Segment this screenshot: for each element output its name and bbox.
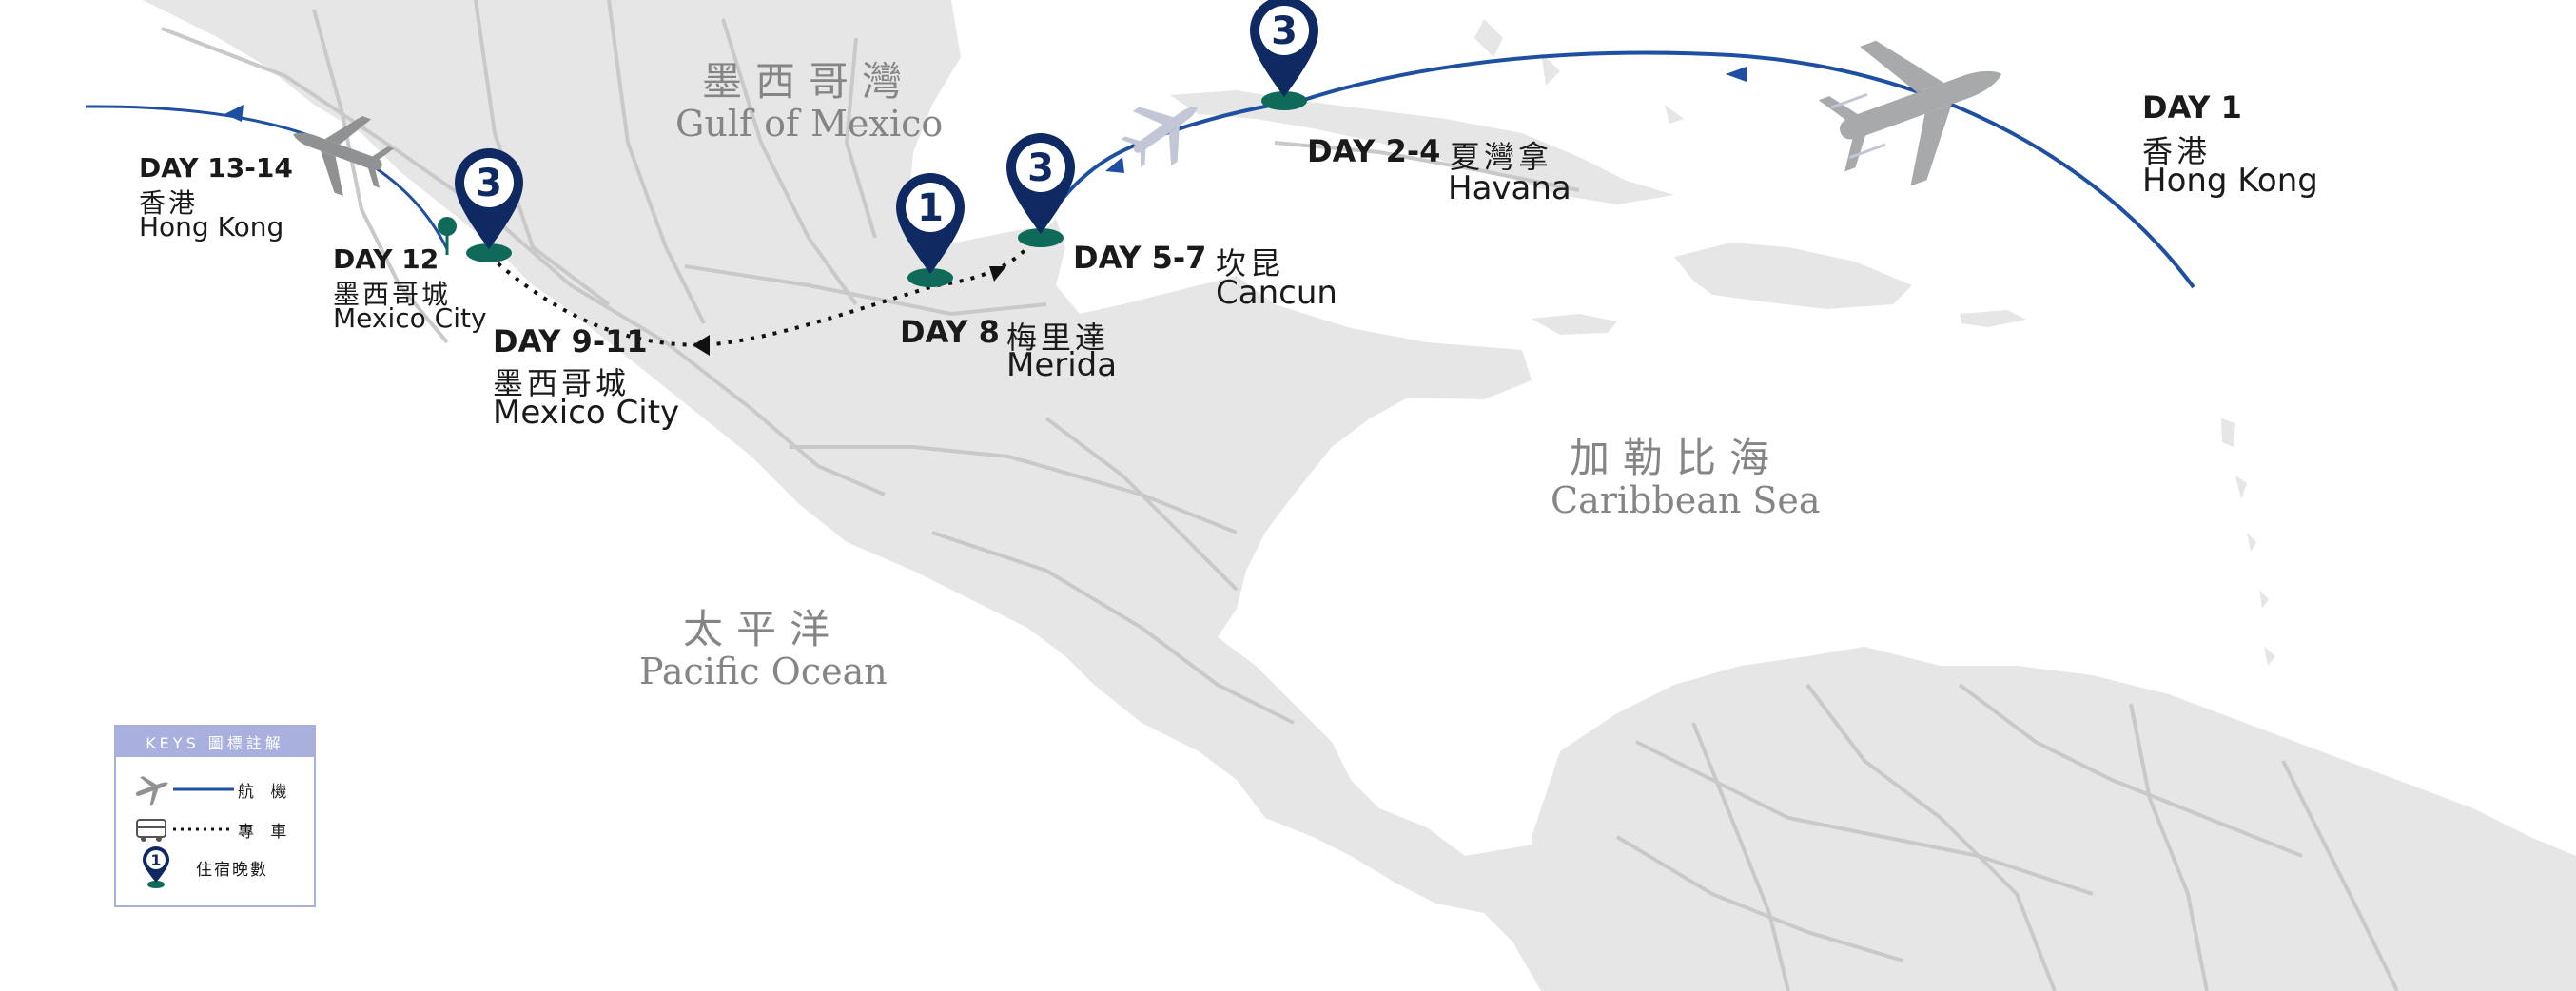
stop-mexico-city-a-en: Mexico City xyxy=(493,394,680,432)
legend-pin-sample: 1 xyxy=(150,851,161,869)
land-south-america xyxy=(1532,647,2576,991)
stop-hongkong-end-en: Hong Kong xyxy=(139,211,284,243)
pin-nights-label: 1 xyxy=(917,186,944,230)
stop-hongkong-start-zh: 香港 xyxy=(2142,133,2212,169)
airplane-icon xyxy=(135,776,234,806)
night-pin-merida: 1 xyxy=(896,173,965,287)
small-pin-day-12 xyxy=(438,217,457,255)
legend-row-coach: 專 車 xyxy=(116,812,314,846)
legend-row-nights: 1 住宿晚數 xyxy=(116,846,314,888)
legend-nights-label: 住宿晚數 xyxy=(196,861,268,880)
legend-row-flight: 航 機 xyxy=(116,772,314,806)
sea-label-caribbean-en: Caribbean Sea xyxy=(1551,479,1821,521)
legend-title: KEYS 圖標註解 xyxy=(116,727,314,757)
stop-hongkong-end-zh: 香港 xyxy=(139,187,199,219)
land-jamaica xyxy=(1532,314,1617,335)
pin-nights-label: 3 xyxy=(1271,10,1298,53)
stop-havana-en: Havana xyxy=(1448,169,1571,207)
stop-merida-day: DAY 8 xyxy=(900,314,1000,350)
legend-box: KEYS 圖標註解 航 機 專 車 1 住宿晚數 xyxy=(114,725,316,907)
stop-cancun-en: Cancun xyxy=(1216,274,1337,312)
stop-mexico-city-b-zh: 墨西哥城 xyxy=(333,279,452,310)
stop-hongkong-end-day: DAY 13-14 xyxy=(139,152,293,184)
bus-icon xyxy=(136,819,234,842)
stop-hongkong-start-day: DAY 1 xyxy=(2142,89,2242,126)
night-pin-icon: 1 xyxy=(143,846,169,888)
flight-route-havana-cancun xyxy=(1040,103,1276,230)
flight-route-arrow xyxy=(224,105,244,122)
land-bahamas xyxy=(1474,19,1684,124)
land-hispaniola xyxy=(1674,243,1912,309)
coach-route-arrow xyxy=(989,266,1006,282)
stop-havana-zh: 夏灣拿 xyxy=(1450,139,1553,175)
road-network xyxy=(161,0,2399,991)
sea-label-gulf-zh: 墨西哥灣 xyxy=(702,58,916,105)
airplane-icon xyxy=(293,115,395,196)
stop-merida-en: Merida xyxy=(1006,346,1118,384)
stop-hongkong-start-en: Hong Kong xyxy=(2142,162,2318,200)
land-antilles xyxy=(2221,418,2275,666)
legend-flight-label: 航 機 xyxy=(238,783,293,802)
coach-route-arrow xyxy=(693,335,710,356)
flight-route-arrow xyxy=(1105,157,1124,173)
night-pin-mexico-city: 3 xyxy=(455,148,523,262)
sea-label-gulf-en: Gulf of Mexico xyxy=(675,103,944,145)
legend-coach-label: 專 車 xyxy=(238,823,293,842)
flight-route-hongkong-havana xyxy=(1283,50,2195,289)
stop-merida-zh: 梅里達 xyxy=(1006,320,1110,356)
coach-route xyxy=(483,241,1034,347)
stop-havana-day: DAY 2-4 xyxy=(1307,133,1441,169)
sea-label-caribbean-zh: 加勒比海 xyxy=(1570,435,1784,481)
night-pin-cancun: 3 xyxy=(1006,133,1075,247)
airplane-icon xyxy=(1121,106,1198,167)
pin-nights-label: 3 xyxy=(1027,146,1054,190)
stop-cancun-zh: 坎昆 xyxy=(1216,245,1285,282)
sea-label-pacific-zh: 太平洋 xyxy=(683,606,844,652)
pin-nights-label: 3 xyxy=(476,162,502,205)
land-cuba xyxy=(1170,90,1674,204)
stop-mexico-city-b-day: DAY 12 xyxy=(333,243,439,275)
stop-mexico-city-b-en: Mexico City xyxy=(333,302,487,334)
night-pin-havana: 3 xyxy=(1250,0,1318,110)
sea-label-pacific-en: Pacific Ocean xyxy=(639,651,888,692)
stop-mexico-city-a-day: DAY 9-11 xyxy=(493,323,648,359)
land-puerto-rico xyxy=(1960,310,2026,327)
airplane-icon xyxy=(1818,40,2001,186)
stop-mexico-city-a-zh: 墨西哥城 xyxy=(493,365,631,401)
stop-cancun-day: DAY 5-7 xyxy=(1073,240,1207,276)
flight-route-arrow xyxy=(1726,67,1747,82)
